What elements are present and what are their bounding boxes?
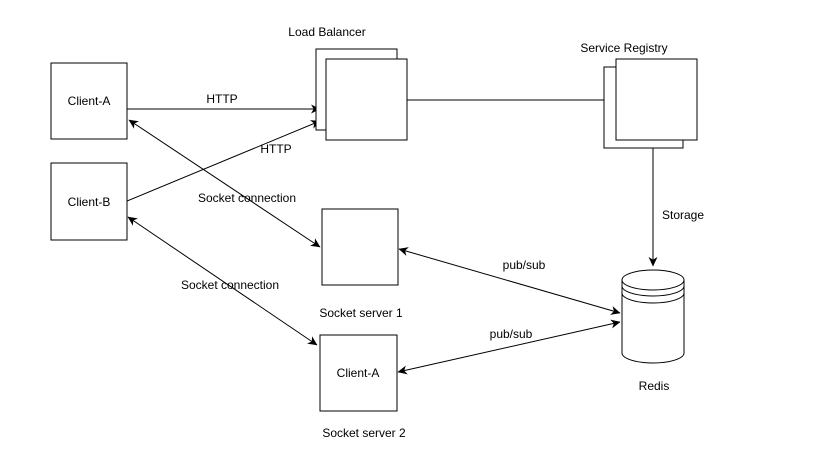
service-registry-box-front: [615, 58, 698, 141]
edge-label-http-b: HTTP: [260, 142, 291, 156]
edge-pubsub-socket-server-1: [398, 247, 621, 315]
edge-label-pubsub-2: pub/sub: [490, 327, 533, 341]
client-a-box: [50, 62, 128, 140]
redis-cylinder: [621, 269, 685, 364]
socket-server-2-label: Client-A: [337, 366, 380, 380]
socket-server-1-caption: Socket server 1: [319, 306, 403, 320]
node-socket-server-1: Socket server 1: [319, 208, 403, 320]
node-load-balancer: Load Balancer: [288, 25, 408, 141]
load-balancer-box-front: [325, 58, 408, 141]
edges: HTTP HTTP Socket connection Socket conne…: [126, 92, 704, 375]
load-balancer-title: Load Balancer: [288, 25, 365, 39]
edge-http-client-b-to-load-balancer: [126, 120, 321, 202]
edge-socket-connection-client-b: [127, 216, 318, 346]
redis-cylinder-top-arc: [621, 279, 685, 291]
node-service-registry: Service Registry: [580, 41, 698, 149]
edge-label-http-a: HTTP: [206, 92, 237, 106]
client-b-box: [50, 162, 128, 241]
client-b-label: Client-B: [68, 195, 111, 209]
edge-label-storage: Storage: [662, 208, 704, 222]
redis-caption: Redis: [639, 379, 670, 393]
redis-cylinder-ring-2: [621, 292, 685, 304]
redis-cylinder-ring-1: [621, 285, 685, 297]
socket-server-2-caption: Socket server 2: [322, 426, 406, 440]
edge-label-pubsub-1: pub/sub: [503, 258, 546, 272]
node-client-a: Client-A: [50, 62, 128, 140]
edge-socket-connection-client-a: [128, 119, 321, 248]
edge-label-socket-connection-a: Socket connection: [198, 191, 296, 205]
socket-server-1-box: [321, 208, 399, 286]
edge-label-socket-connection-b: Socket connection: [181, 278, 279, 292]
client-a-label: Client-A: [68, 94, 111, 108]
node-socket-server-2: Client-A Socket server 2: [319, 334, 406, 440]
node-redis: Redis: [621, 269, 685, 393]
service-registry-title: Service Registry: [580, 41, 667, 55]
socket-server-2-box: [319, 334, 398, 412]
edge-pubsub-socket-server-2: [397, 319, 621, 375]
node-client-b: Client-B: [50, 162, 128, 241]
